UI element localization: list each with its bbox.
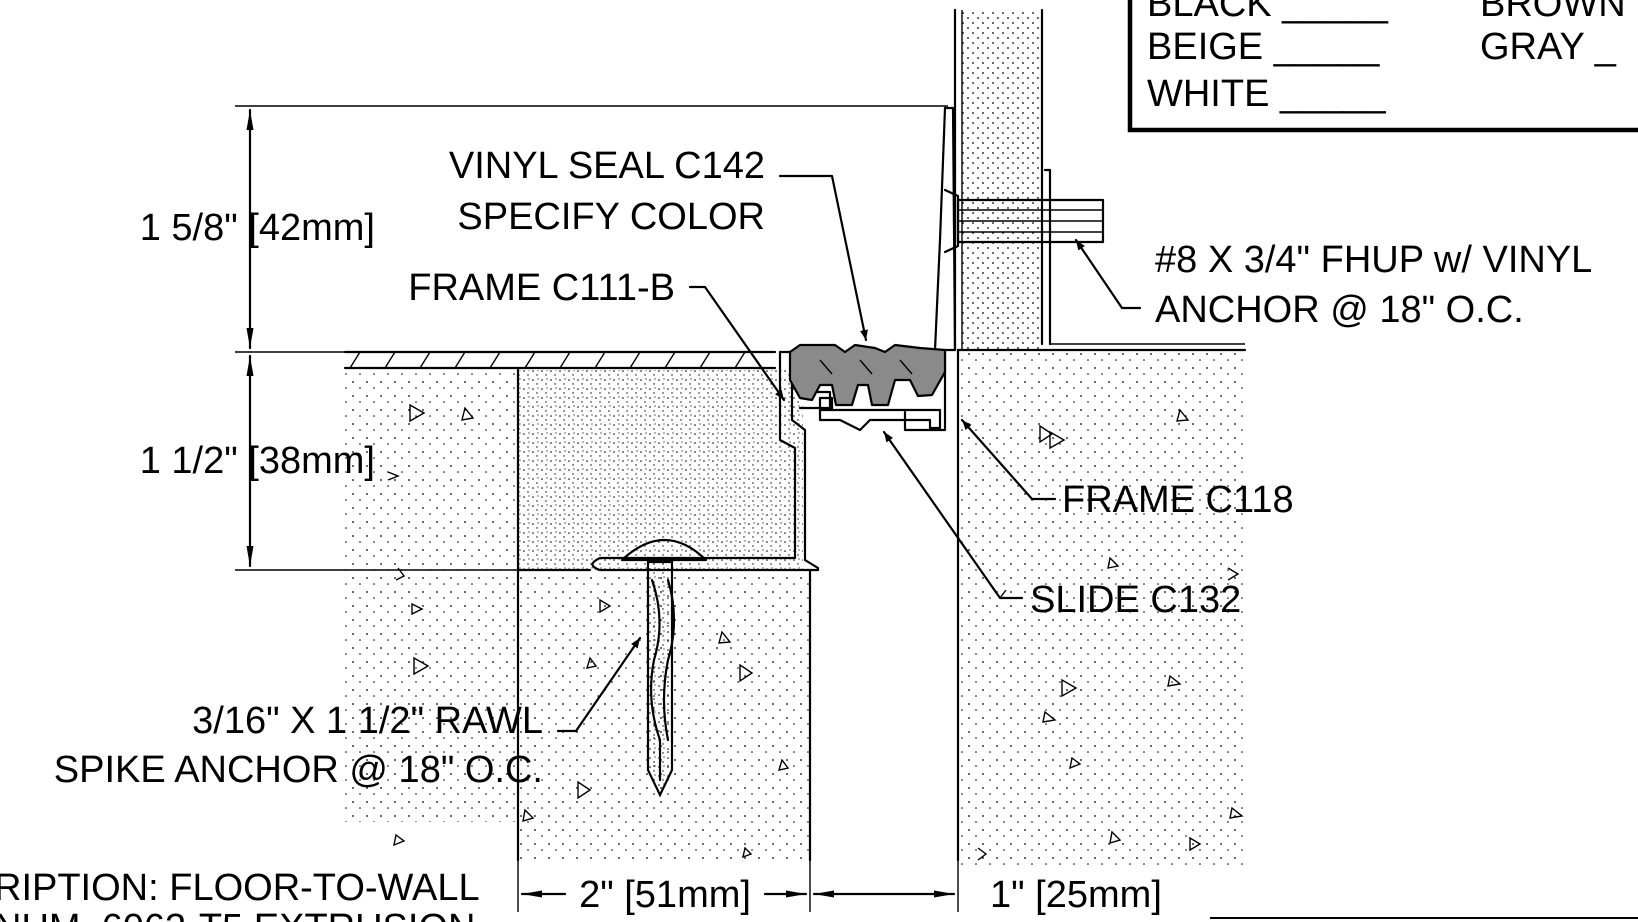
floor-finish-hatch [343, 350, 777, 370]
color-option-black: BLACK _____ [1147, 0, 1389, 25]
label-description-line1: RIPTION: FLOOR-TO-WALL [0, 867, 480, 909]
callouts: VINYL SEAL C142 SPECIFY COLOR FRAME C111… [0, 145, 1592, 922]
leader-lines [556, 174, 1142, 733]
label-anchor-line2: SPIKE ANCHOR @ 18" O.C. [54, 749, 543, 791]
color-option-white: WHITE _____ [1147, 73, 1387, 115]
vinyl-seal-c142 [788, 343, 947, 407]
wall-screw [943, 188, 1105, 254]
color-selection-box: BLACK _____ BROWN BEIGE _____ GRAY _ WHI… [1127, 0, 1638, 133]
label-slide-c132: SLIDE C132 [1030, 579, 1241, 621]
label-vinyl-seal: VINYL SEAL C142 [449, 145, 765, 187]
color-option-gray: GRAY _ [1480, 26, 1617, 68]
color-option-beige: BEIGE _____ [1147, 26, 1380, 68]
label-screw-line1: #8 X 3/4" FHUP w/ VINYL [1155, 239, 1592, 281]
dim-width-left: 2" [51mm] [579, 874, 751, 916]
dimension-texts: 1 5/8" [42mm] 1 1/2" [38mm] 2" [51mm] 1"… [140, 207, 1162, 916]
label-description-line2: NUM. 6063-T5 EXTRUSION [0, 907, 475, 922]
dim-height-upper: 1 5/8" [42mm] [140, 207, 375, 249]
label-specify-color: SPECIFY COLOR [457, 196, 765, 238]
label-frame-c118: FRAME C118 [1062, 479, 1294, 521]
dimension-lines [235, 105, 959, 912]
label-frame-c111b: FRAME C111-B [408, 267, 675, 309]
label-screw-line2: ANCHOR @ 18" O.C. [1155, 289, 1524, 331]
rawl-spike-anchor [620, 539, 708, 798]
color-option-brown: BROWN [1480, 0, 1626, 25]
slide-c132 [818, 396, 942, 432]
dim-width-right: 1" [25mm] [990, 874, 1162, 916]
dim-height-lower: 1 1/2" [38mm] [140, 440, 375, 482]
wall-board [953, 8, 1052, 352]
setting-bed [516, 368, 803, 572]
label-anchor-line1: 3/16" X 1 1/2" RAWL [192, 700, 543, 742]
